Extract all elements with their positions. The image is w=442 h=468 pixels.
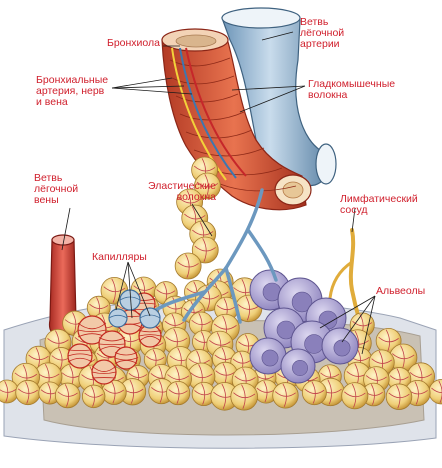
alveolus xyxy=(191,236,219,264)
label-line: волокна xyxy=(308,89,348,101)
label-lymphatic-vessel: Лимфатический сосуд xyxy=(340,194,418,216)
bronchiole-cut-lumen xyxy=(282,181,304,199)
artery-opening-top xyxy=(221,7,301,29)
label-line: и вена xyxy=(36,96,68,108)
label-line: Ветвь xyxy=(300,16,329,28)
leader-lines xyxy=(61,31,376,355)
alveolus xyxy=(81,384,106,409)
label-alveoli: Альвеолы xyxy=(376,286,425,297)
label-line: Бронхиальные xyxy=(36,74,109,86)
alveolus xyxy=(101,379,127,405)
label-line: сосуд xyxy=(340,204,368,216)
capillary-net-venous xyxy=(108,308,128,328)
label-line: лёгочной xyxy=(300,27,345,39)
capillary-net xyxy=(67,343,93,369)
bronchiole-lumen xyxy=(175,34,217,48)
label-line: Гладкомышечные xyxy=(308,78,396,90)
capillary-net xyxy=(114,346,138,370)
capillary-net-venous xyxy=(119,289,141,311)
label-line: артерия, нерв xyxy=(36,85,105,97)
alveolus xyxy=(385,383,413,410)
label-line: Ветвь xyxy=(34,172,63,184)
capillary-networks xyxy=(67,289,162,385)
alveolus xyxy=(15,379,41,406)
alveolar-sac xyxy=(249,337,287,375)
label-pulmonary-artery-branch: Ветвь лёгочной артерии xyxy=(300,17,344,50)
capillary-net xyxy=(91,359,117,385)
alveolus xyxy=(174,252,202,280)
alveolus xyxy=(272,382,299,409)
alveolus xyxy=(230,382,258,411)
label-smooth-muscle: Гладкомышечные волокна xyxy=(308,79,395,101)
alveolus xyxy=(194,172,221,200)
alveolus xyxy=(54,382,81,409)
label-line: артерии xyxy=(300,38,340,50)
label-bronchiole-text: Бронхиола xyxy=(106,37,160,49)
label-line: волокна xyxy=(176,191,216,203)
label-elastic-fibers: Эластические волокна xyxy=(104,181,216,203)
capillary-net-venous xyxy=(139,307,161,329)
label-capillaries: Капилляры xyxy=(92,252,147,263)
capillary-net xyxy=(77,315,107,345)
alveolus xyxy=(118,378,147,406)
label-line: Эластические xyxy=(148,180,216,192)
alveolus xyxy=(166,380,191,406)
alveolar-sac xyxy=(321,327,359,365)
alveolar-sac xyxy=(280,348,316,384)
artery-opening-right xyxy=(315,143,337,185)
label-pulmonary-vein-branch: Ветвь лёгочной вены xyxy=(34,173,78,206)
alveolar-sacs xyxy=(249,269,359,384)
alveoli-cluster xyxy=(0,156,442,411)
label-line: лёгочной xyxy=(34,183,79,195)
label-line: Альвеолы xyxy=(376,285,426,297)
label-line: Капилляры xyxy=(92,251,147,263)
label-line: Лимфатический xyxy=(340,193,418,205)
alveolus xyxy=(341,382,369,410)
capillary-net xyxy=(138,324,162,348)
alveolus xyxy=(301,380,327,406)
label-bronchiole: Бронхиола xyxy=(92,38,160,49)
label-line: вены xyxy=(34,194,59,206)
label-bronchial-vessels: Бронхиальные артерия, нерв и вена xyxy=(36,75,108,108)
lymphatic-vessel-branch xyxy=(328,260,354,300)
